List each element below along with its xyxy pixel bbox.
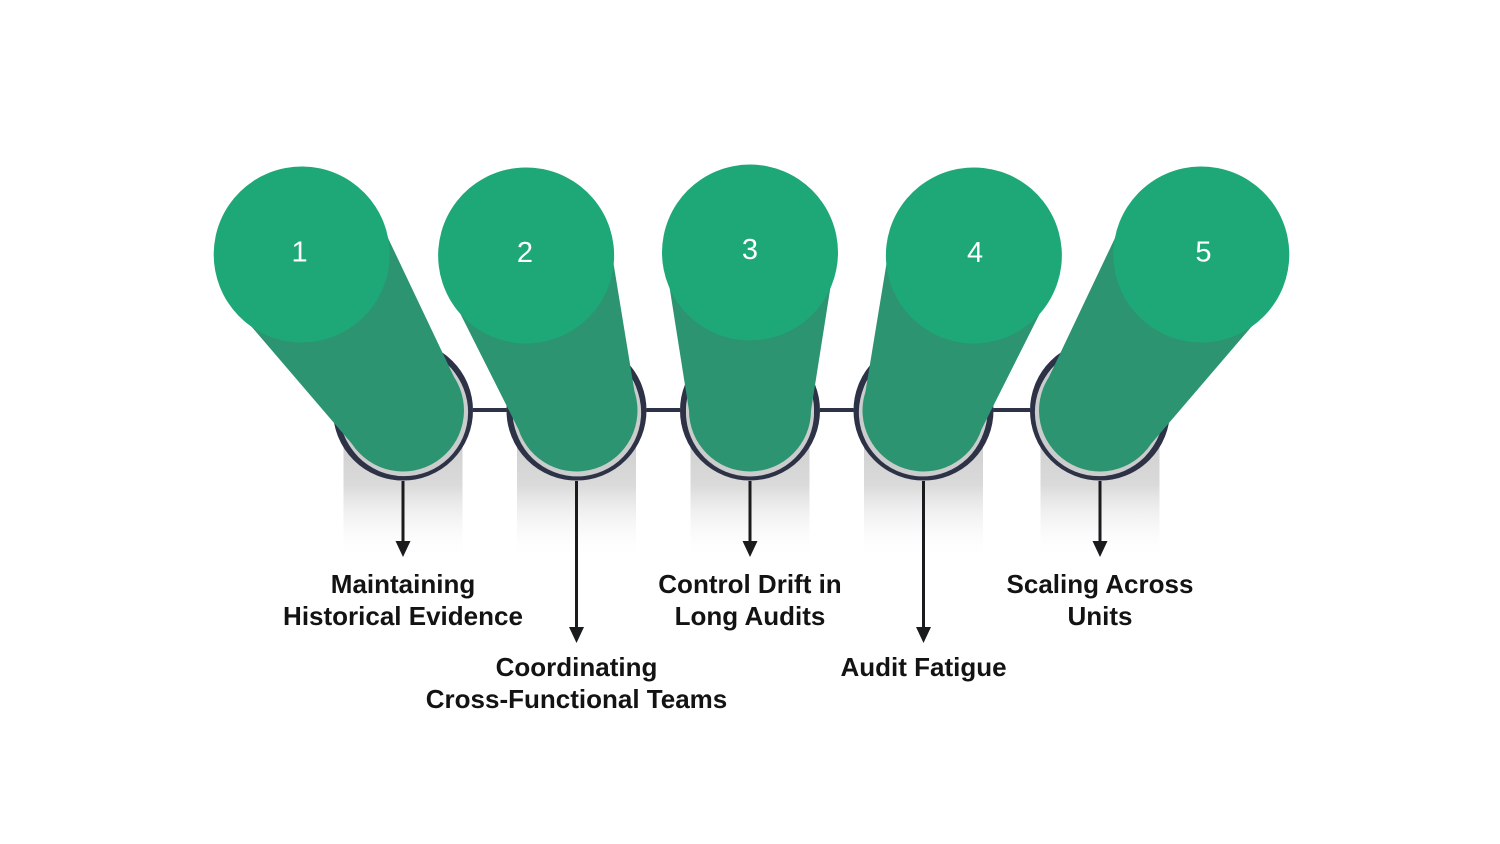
pin-3-cylinder-group: [662, 164, 838, 477]
pin-4-label-line: Audit Fatigue: [840, 652, 1006, 682]
pin-2-arrow-head-icon: [569, 627, 584, 643]
pin-5-number: 5: [1195, 237, 1211, 269]
pin-2-cylinder-face: [438, 167, 615, 344]
pin-3-cylinder-face: [662, 164, 838, 341]
pin-1-number: 1: [291, 237, 307, 269]
pin-4-cylinder-group: [858, 167, 1062, 477]
pin-5-label-line: Scaling Across: [1007, 569, 1194, 599]
pin-5-label-line: Units: [1068, 601, 1133, 631]
pin-1-arrow-head-icon: [395, 541, 411, 557]
pin-3-label-line: Long Audits: [675, 601, 826, 631]
pin-3-label-line: Control Drift in: [658, 569, 841, 599]
pin-1-label-line: Historical Evidence: [283, 601, 523, 631]
pin-4-cylinder-face: [885, 167, 1062, 344]
pin-2-cylinder-group: [438, 167, 642, 477]
pin-3-number: 3: [742, 234, 758, 266]
pin-1-cylinder-face: [213, 166, 390, 343]
pin-4-number: 4: [967, 237, 983, 269]
pin-2-label-line: Coordinating: [496, 652, 658, 682]
pin-5-cylinder-face: [1113, 166, 1290, 343]
pin-3-arrow-head-icon: [742, 541, 758, 557]
pin-2-number: 2: [517, 237, 533, 269]
pin-1-cylinder-group: [213, 166, 469, 477]
pin-2-label-line: Cross-Functional Teams: [426, 684, 727, 714]
pin-1-label-line: Maintaining: [331, 569, 475, 599]
pin-5-cylinder-group: [1034, 166, 1290, 477]
pin-4-arrow-head-icon: [916, 627, 931, 643]
pin-5-arrow-head-icon: [1092, 541, 1108, 557]
